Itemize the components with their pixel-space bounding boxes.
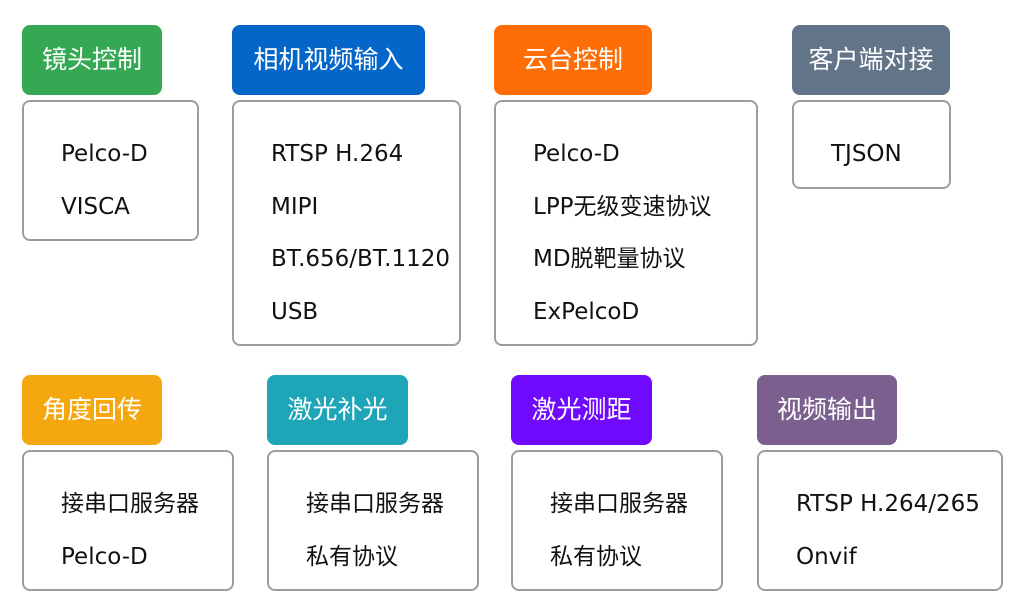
protocol-item: USB	[271, 298, 319, 325]
camera-video-input-title: 相机视频输入	[232, 25, 425, 95]
angle-feedback-box: 接串口服务器 Pelco-D	[22, 450, 234, 591]
protocol-item: Pelco-D	[61, 141, 148, 167]
lens-control-title: 镜头控制	[22, 25, 162, 95]
protocol-item: BT.656/BT.1120	[271, 246, 451, 272]
camera-video-input-box: RTSP H.264 MIPI BT.656/BT.1120 USB	[232, 100, 461, 346]
video-output-title: 视频输出	[757, 375, 897, 445]
ptz-control-title: 云台控制	[494, 25, 652, 95]
laser-ranging-box: 接串口服务器 私有协议	[511, 450, 723, 591]
client-integration-box: TJSON	[792, 100, 951, 189]
protocol-item: RTSP H.264	[271, 141, 404, 167]
lens-control-box: Pelco-D VISCA	[22, 100, 199, 241]
protocol-item: 接串口服务器	[61, 491, 199, 517]
protocol-item: Pelco-D	[61, 543, 148, 570]
protocol-item: MIPI	[271, 193, 319, 220]
ptz-control-box: Pelco-D LPP无级变速协议 MD脱靶量协议 ExPelcoD	[494, 100, 758, 346]
protocol-item: 接串口服务器	[306, 491, 444, 517]
angle-feedback-title: 角度回传	[22, 375, 162, 445]
protocol-item: TJSON	[831, 141, 902, 167]
protocol-item: MD脱靶量协议	[533, 246, 686, 272]
client-integration-title: 客户端对接	[792, 25, 950, 95]
protocol-item: RTSP H.264/265	[796, 491, 980, 517]
protocol-item: 私有协议	[550, 543, 642, 570]
laser-ranging-title: 激光测距	[511, 375, 652, 445]
protocol-item: 私有协议	[306, 543, 398, 570]
protocol-item: VISCA	[61, 193, 130, 220]
video-output-box: RTSP H.264/265 Onvif	[757, 450, 1003, 591]
laser-illumination-box: 接串口服务器 私有协议	[267, 450, 479, 591]
protocol-item: Onvif	[796, 543, 857, 570]
protocol-item: LPP无级变速协议	[533, 193, 712, 220]
protocol-item: ExPelcoD	[533, 298, 640, 325]
protocol-item: Pelco-D	[533, 141, 620, 167]
laser-illumination-title: 激光补光	[267, 375, 408, 445]
protocol-item: 接串口服务器	[550, 491, 688, 517]
